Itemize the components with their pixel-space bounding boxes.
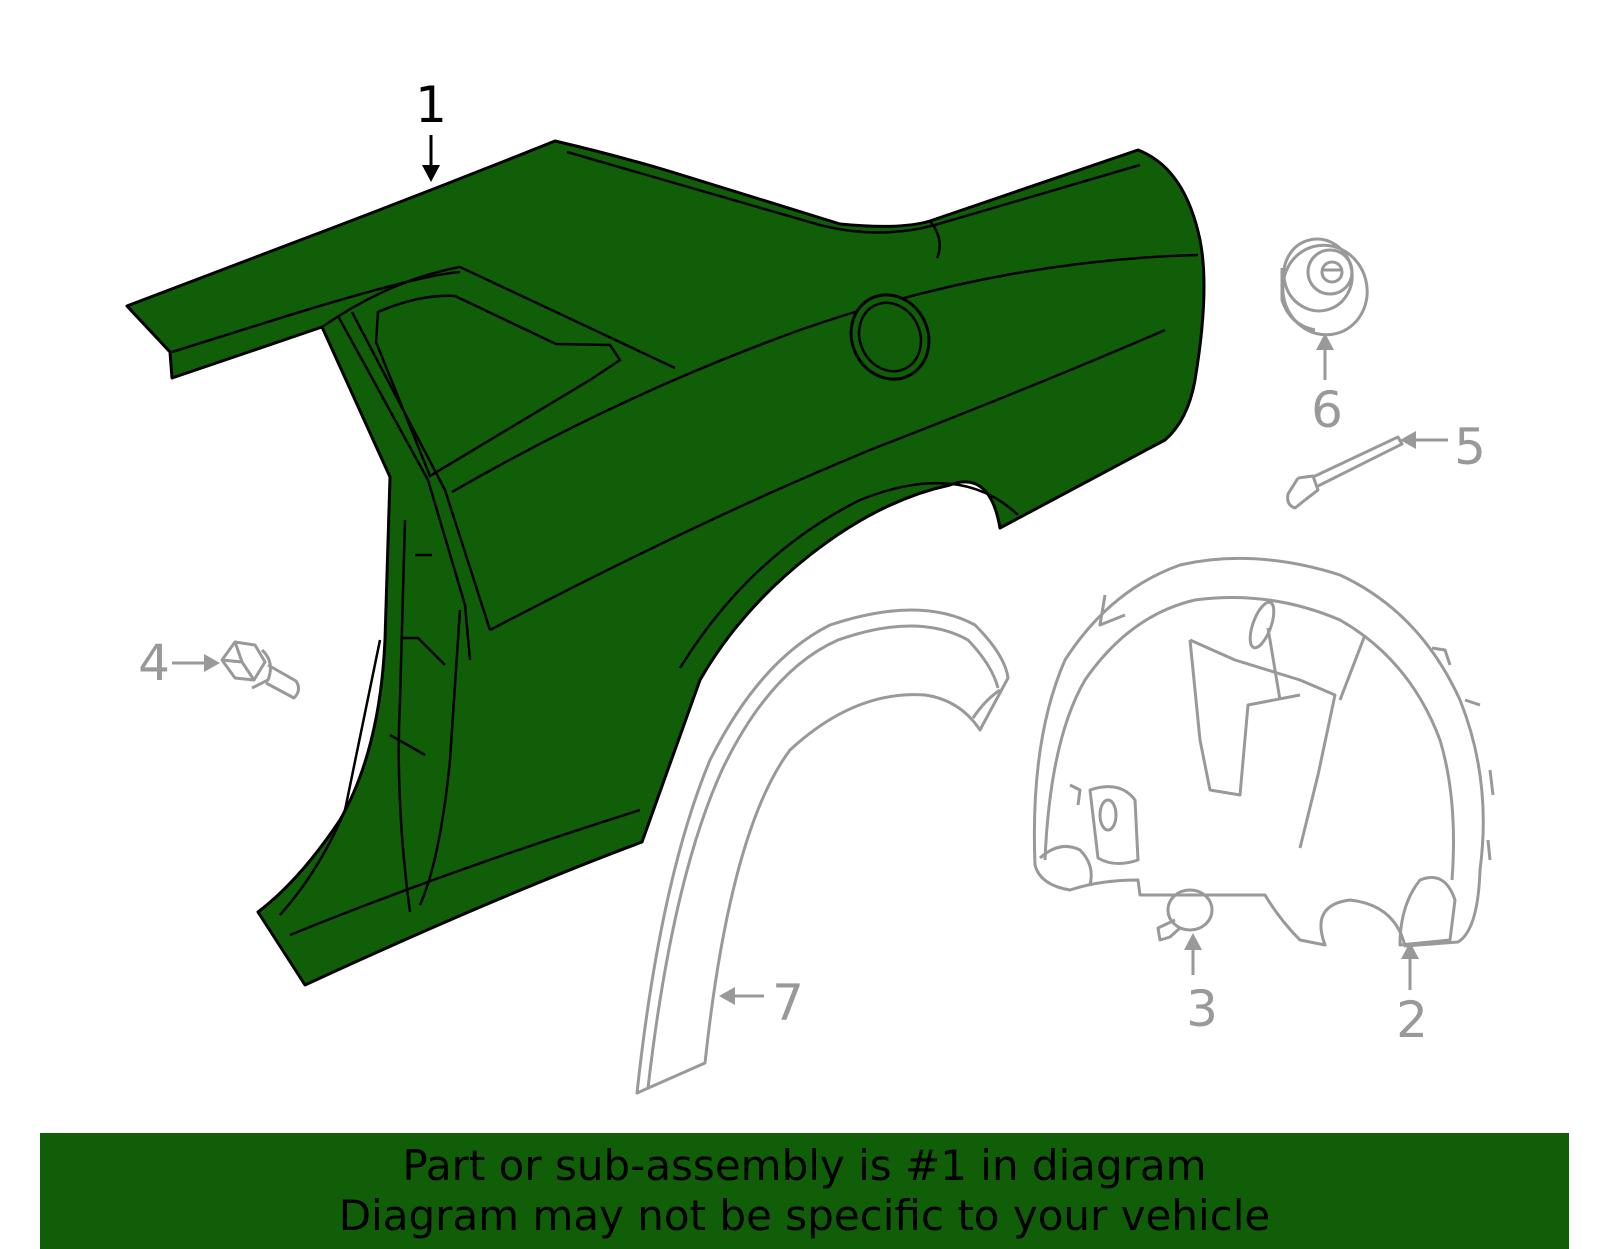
liner-pocket-left <box>1088 785 1140 865</box>
stud-tip <box>1286 477 1306 510</box>
callout-3[interactable]: 3 <box>1184 933 1218 1038</box>
callout-5-label: 5 <box>1454 418 1486 476</box>
callout-7-arrow-head <box>719 987 735 1005</box>
stud-part-5[interactable] <box>1286 435 1404 510</box>
molding-end-cap <box>971 688 1001 719</box>
liner-rib-4 <box>1338 634 1367 701</box>
banner-line-disclaimer: Diagram may not be specific to your vehi… <box>338 1191 1271 1240</box>
inner-flange-2 <box>279 639 382 916</box>
deck-seam <box>929 220 942 259</box>
grommet-flange <box>1281 243 1369 337</box>
liner-flange-top <box>1098 594 1126 627</box>
bolt-part-4[interactable] <box>220 640 301 700</box>
callout-1[interactable]: 1 <box>415 76 447 182</box>
inner-flange-1 <box>397 519 412 913</box>
deck-lid-edge <box>566 150 1141 234</box>
fuel-door-inner <box>857 301 923 373</box>
callout-3-label: 3 <box>1186 980 1218 1038</box>
wheelhouse-liner-part-2[interactable] <box>1032 556 1495 948</box>
stud-shaft <box>1312 435 1404 489</box>
callout-2-label: 2 <box>1396 991 1428 1049</box>
inner-flange-3 <box>418 609 462 906</box>
callout-4-label: 4 <box>138 634 170 692</box>
liner-flange-right-4 <box>1486 839 1492 861</box>
liner-flange-left <box>1069 783 1082 806</box>
fuel-door-outer <box>849 293 931 381</box>
grommet-edge <box>1280 268 1316 332</box>
window-frame-outer <box>321 265 676 370</box>
molding-outer <box>635 608 1010 1095</box>
callout-6-label: 6 <box>1311 381 1343 439</box>
liner-rib-3 <box>1266 627 1282 701</box>
callout-2[interactable]: 2 <box>1396 942 1428 1049</box>
callout-5[interactable]: 5 <box>1400 418 1486 476</box>
liner-pocket-right <box>1398 876 1457 947</box>
callout-4[interactable]: 4 <box>138 634 220 692</box>
mid-body-line <box>489 328 1166 632</box>
molding-inner <box>646 624 1000 1089</box>
callout-1-label: 1 <box>415 76 447 134</box>
push-pin-part-3[interactable] <box>1156 888 1214 942</box>
bolt-hex-facets <box>221 641 256 681</box>
callout-7-label: 7 <box>772 974 804 1032</box>
callout-6[interactable]: 6 <box>1311 333 1343 439</box>
grommet-center <box>1320 260 1344 284</box>
stud-collar <box>1297 474 1320 502</box>
callout-5-arrow-head <box>1400 431 1416 449</box>
banner-line-part-notice: Part or sub-assembly is #1 in diagram <box>402 1141 1207 1190</box>
upper-body-line <box>451 253 1199 494</box>
inner-brace-2 <box>402 636 446 666</box>
liner-hole-2 <box>1248 600 1276 650</box>
callout-3-arrow-head <box>1184 933 1202 950</box>
roof-edge-line <box>171 270 461 354</box>
liner-lower-left <box>1038 844 1093 886</box>
liner-rib-1 <box>1189 638 1337 849</box>
inner-brace-3 <box>389 733 426 757</box>
grommet-part-6[interactable] <box>1273 231 1377 344</box>
callout-2-arrow-head <box>1401 942 1419 959</box>
liner-inner-arc <box>1043 596 1455 881</box>
push-pin-shank <box>1156 918 1182 942</box>
grommet-cap <box>1306 248 1354 296</box>
push-pin-head <box>1166 888 1214 932</box>
liner-flange-right-2 <box>1464 698 1481 707</box>
wheel-molding-part-7[interactable] <box>635 608 1010 1095</box>
bolt-shank <box>265 663 301 700</box>
callout-6-arrow-head <box>1316 333 1334 350</box>
lower-rocker-line <box>289 808 641 937</box>
liner-rib-2 <box>1188 639 1301 797</box>
callout-1-arrow-head <box>422 165 440 182</box>
quarter-panel-part-1[interactable] <box>125 139 1206 987</box>
info-banner: Part or sub-assembly is #1 in diagram Di… <box>40 1133 1569 1249</box>
callout-4-arrow-head <box>204 654 220 672</box>
window-frame-inner <box>336 315 472 661</box>
liner-flange-right <box>1431 646 1452 666</box>
quarter-window-opening <box>374 294 622 478</box>
pillar-edge <box>350 311 492 631</box>
liner-flange-right-3 <box>1488 769 1495 796</box>
liner-outer <box>1032 556 1485 948</box>
wheel-arch-lip <box>678 481 1019 669</box>
callout-7[interactable]: 7 <box>719 974 804 1032</box>
liner-hole-1 <box>1098 798 1118 832</box>
quarter-panel-body <box>125 139 1206 987</box>
